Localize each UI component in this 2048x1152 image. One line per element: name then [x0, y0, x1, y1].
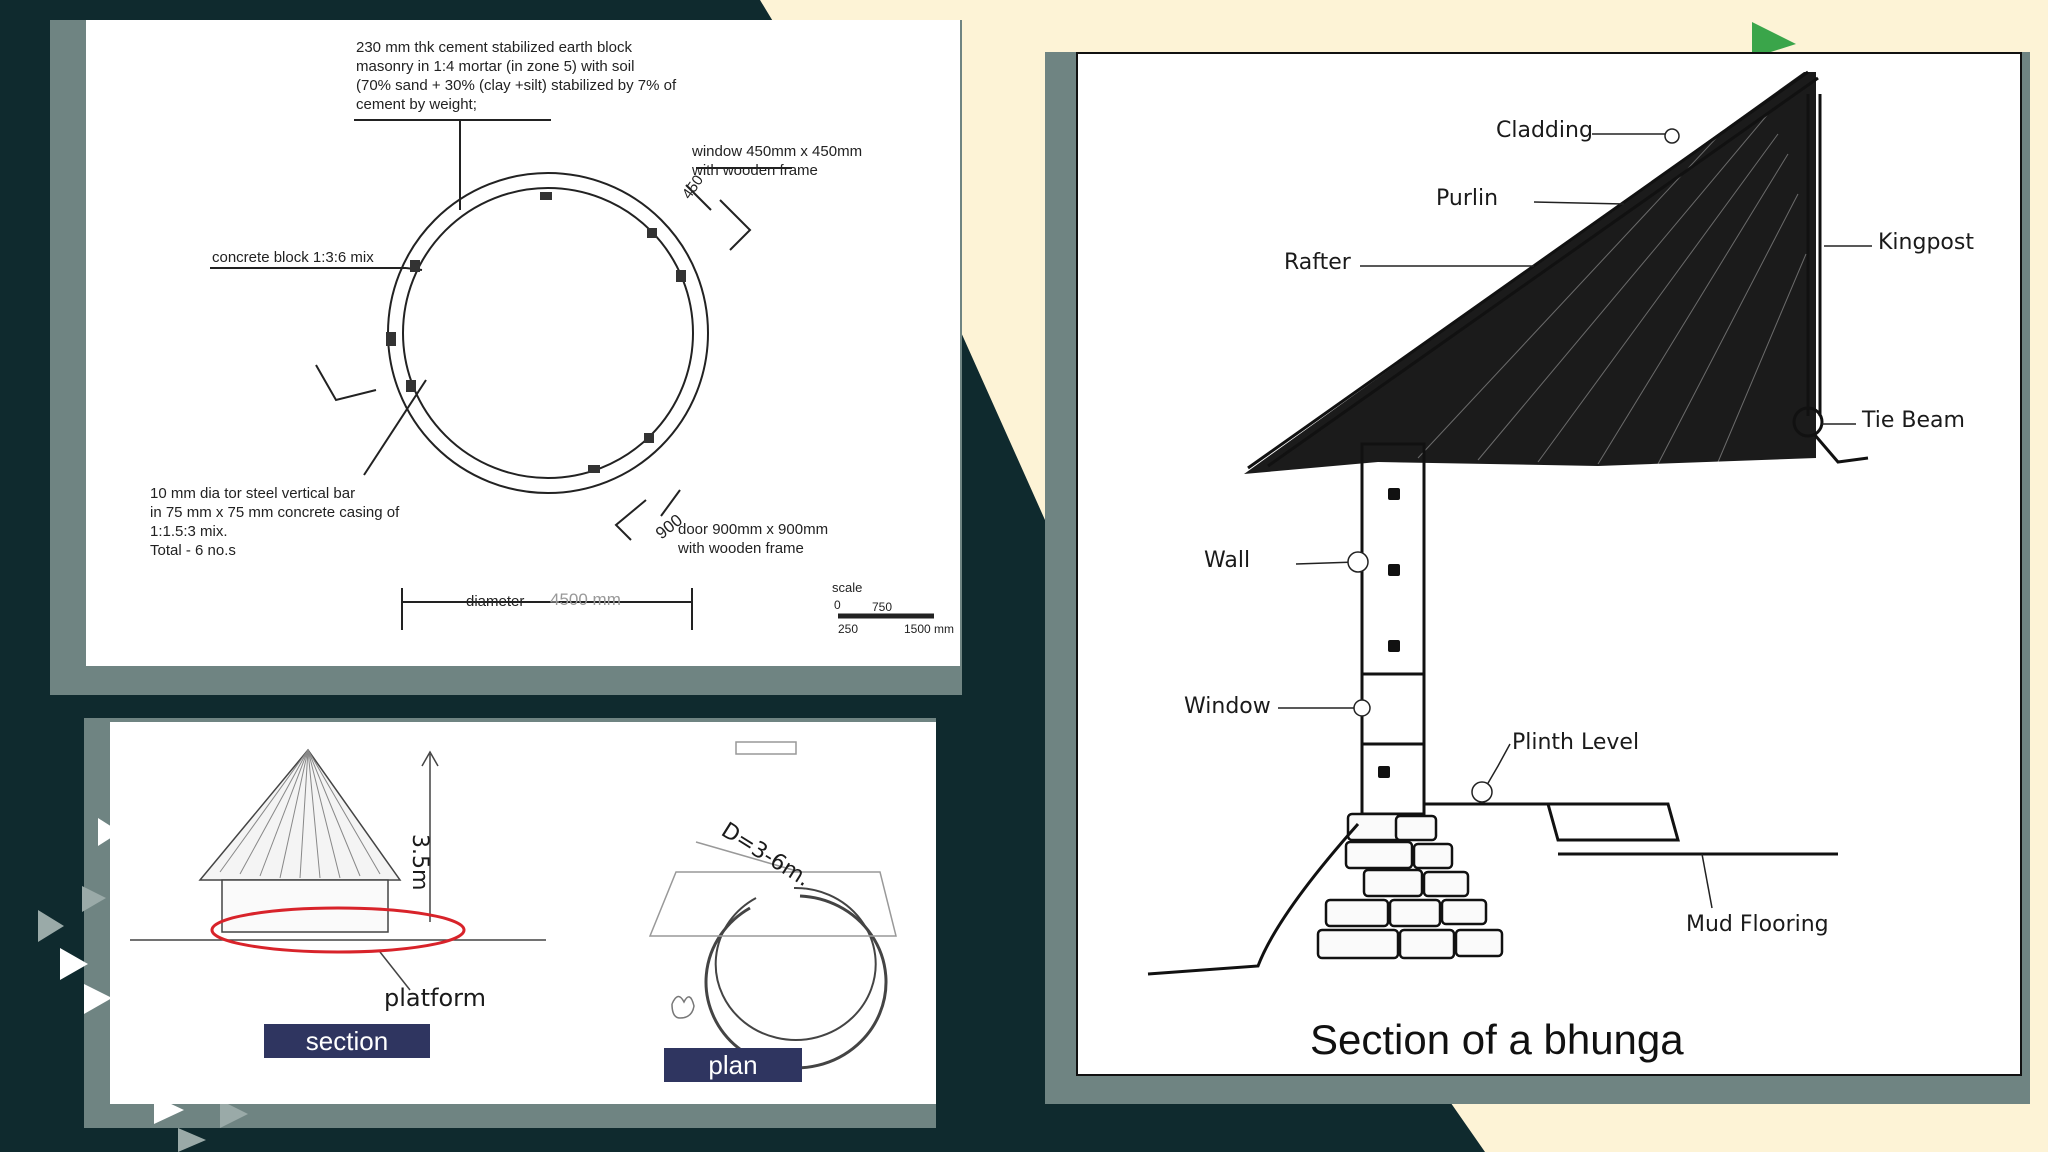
- label-kingpost: Kingpost: [1878, 230, 1974, 255]
- hut-sketch-panel: 3.5m platform section D=3-6m. plan: [110, 722, 936, 1104]
- label-mud-flooring: Mud Flooring: [1686, 912, 1829, 937]
- label-window: Window: [1184, 694, 1271, 719]
- section-badge: section: [264, 1024, 430, 1058]
- label-tie-beam: Tie Beam: [1862, 408, 1965, 433]
- plan-drawing: [210, 119, 934, 630]
- steel-bar-note: 10 mm dia tor steel vertical bar in 75 m…: [150, 485, 400, 559]
- scale-tick-750: 750: [872, 600, 893, 614]
- diameter-label: diameter: [466, 593, 525, 610]
- label-plinth-level: Plinth Level: [1512, 730, 1640, 755]
- green-triangle-icon: [1752, 22, 1796, 58]
- scale-tick-0: 0: [834, 598, 841, 612]
- section-caption: Section of a bhunga: [1310, 1016, 1684, 1063]
- platform-highlight-ellipse: [210, 906, 466, 954]
- label-rafter: Rafter: [1284, 250, 1351, 275]
- concrete-block-note: concrete block 1:3:6 mix: [212, 249, 374, 266]
- bhunga-section-panel: Cladding Purlin Rafter Kingpost Tie Beam…: [1076, 52, 2022, 1076]
- window-note: window 450mm x 450mm with wooden frame: [692, 143, 863, 179]
- label-cladding: Cladding: [1496, 118, 1593, 143]
- scale-label: scale: [832, 580, 863, 595]
- platform-label: platform: [384, 984, 486, 1012]
- door-note: door 900mm x 900mm with wooden frame: [678, 521, 829, 557]
- wall-masonry-note: 230 mm thk cement stabilized earth block…: [356, 39, 677, 113]
- scale-tick-250: 250: [838, 622, 859, 636]
- hut-sketch: [130, 741, 897, 1070]
- hand-icon: [671, 995, 695, 1019]
- label-purlin: Purlin: [1436, 186, 1499, 211]
- bhunga-section-drawing: [1147, 70, 1872, 976]
- scale-tick-1500: 1500 mm: [904, 622, 955, 636]
- plan-drawing-panel: 230 mm thk cement stabilized earth block…: [86, 20, 960, 666]
- diameter-value: 4500 mm: [550, 590, 621, 609]
- plan-badge: plan: [664, 1048, 802, 1082]
- label-wall: Wall: [1204, 548, 1251, 573]
- height-label: 3.5m: [407, 834, 432, 891]
